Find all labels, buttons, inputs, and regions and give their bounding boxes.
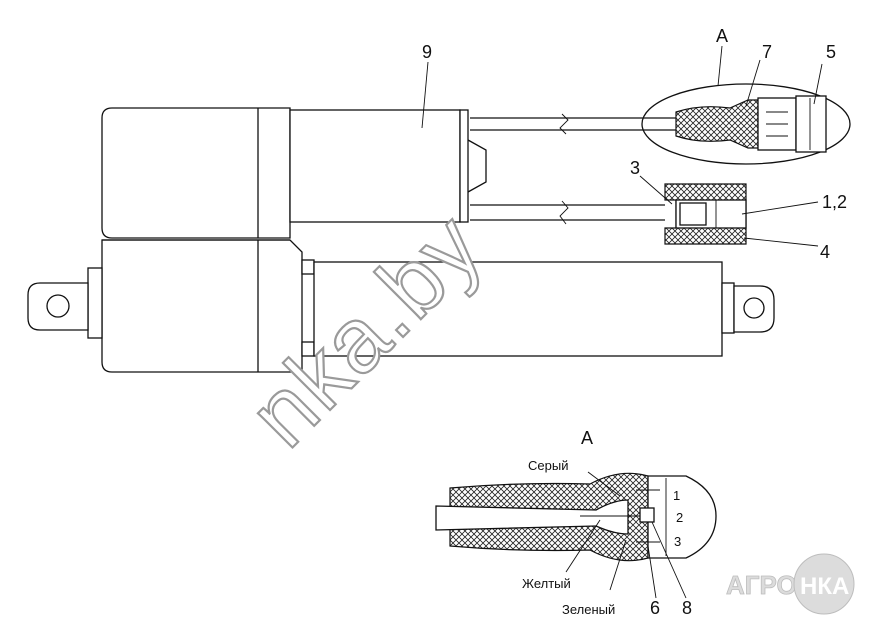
label-3: 3: [630, 158, 640, 178]
outer-tube: [313, 261, 723, 357]
lower-housing: [101, 239, 303, 373]
detail-title: A: [581, 428, 593, 448]
label-4: 4: [820, 242, 830, 262]
label-8: 8: [682, 598, 692, 618]
wire-grey-label: Серый: [528, 458, 568, 473]
wire-green-label: Зеленый: [562, 602, 615, 617]
agro-nka-logo: АГРО НКА: [726, 553, 855, 615]
label-9: 9: [422, 42, 432, 62]
label-1-2: 1,2: [822, 192, 847, 212]
actuator-assembly: [27, 107, 775, 373]
logo-text-left: АГРО: [726, 570, 797, 600]
logo-circle: [793, 553, 855, 615]
leader-lines: [421, 45, 823, 247]
detail-a-section: [435, 471, 717, 599]
rear-clevis: [27, 282, 89, 331]
pin-1: 1: [673, 488, 680, 503]
label-6: 6: [650, 598, 660, 618]
logo-text-right: НКА: [800, 573, 849, 600]
socket-connector: [664, 183, 747, 245]
connector-callout: [641, 83, 851, 165]
pin-2: 2: [676, 510, 683, 525]
label-view-a: A: [716, 26, 728, 46]
label-5: 5: [826, 42, 836, 62]
pin-3: 3: [674, 534, 681, 549]
front-rod-end: [733, 285, 775, 333]
gearbox-housing: [101, 107, 291, 239]
wire-yellow-label: Желтый: [522, 576, 571, 591]
motor-body: [289, 109, 461, 223]
label-7: 7: [762, 42, 772, 62]
